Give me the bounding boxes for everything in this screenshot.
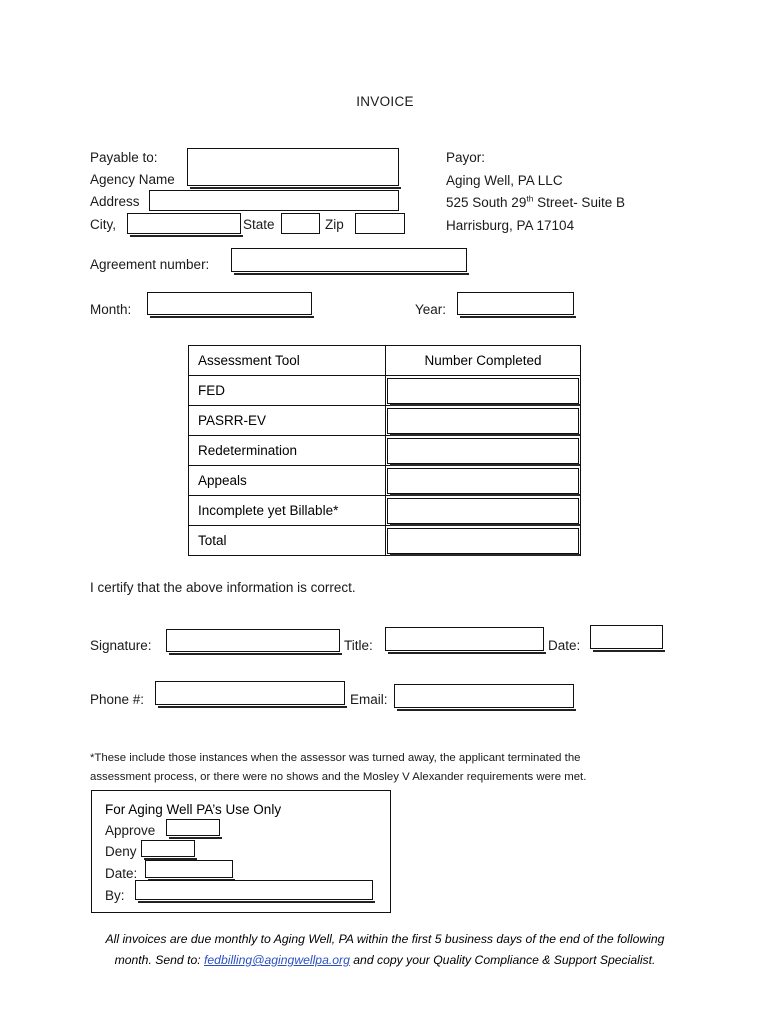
payor-city-state-zip: Harrisburg, PA 17104 [446, 218, 575, 233]
row-value-fed[interactable] [385, 375, 581, 406]
footer-line-1: All invoices are due monthly to Aging We… [105, 932, 665, 946]
label-payor: Payor: [446, 150, 486, 165]
label-zip: Zip [325, 217, 344, 232]
agency-name-input[interactable] [187, 148, 401, 189]
row-value-incomplete-yet-billable[interactable] [385, 495, 581, 526]
row-value-appeals[interactable] [385, 465, 581, 496]
approve-input[interactable] [166, 819, 222, 839]
row-label-appeals: Appeals [188, 465, 386, 496]
table-header-row: Assessment Tool Number Completed [188, 345, 581, 376]
row-label-incomplete-yet-billable: Incomplete yet Billable* [188, 495, 386, 526]
label-use-only-date: Date: [105, 866, 138, 881]
phone-input[interactable] [155, 681, 347, 708]
table-row: PASRR-EV [188, 405, 581, 436]
deny-input[interactable] [141, 840, 197, 860]
agreement-number-input[interactable] [231, 248, 469, 275]
incomplete-yet-billable-count-input[interactable] [387, 497, 580, 526]
footnote: *These include those instances when the … [90, 749, 670, 787]
row-value-redetermination[interactable] [385, 435, 581, 466]
row-label-redetermination: Redetermination [188, 435, 386, 466]
label-approve: Approve [105, 823, 156, 838]
label-agency-name: Agency Name [90, 172, 175, 187]
label-deny: Deny [105, 844, 137, 859]
label-payable-to: Payable to: [90, 150, 158, 165]
page-title: INVOICE [356, 94, 414, 109]
email-input[interactable] [394, 684, 576, 711]
footnote-line-1: *These include those instances when the … [90, 752, 581, 764]
label-title: Title: [344, 638, 373, 653]
use-only-date-input[interactable] [145, 860, 235, 881]
payor-street-ordinal: th [526, 193, 534, 204]
address-input[interactable] [149, 190, 399, 211]
state-input[interactable] [281, 213, 320, 234]
month-input[interactable] [147, 292, 314, 318]
label-city: City, [90, 217, 116, 232]
redetermination-count-input[interactable] [387, 437, 580, 466]
year-input[interactable] [457, 292, 576, 318]
use-only-title: For Aging Well PA’s Use Only [105, 802, 282, 817]
zip-input[interactable] [355, 213, 405, 234]
table-row: Incomplete yet Billable* [188, 495, 581, 526]
table-row: Appeals [188, 465, 581, 496]
label-year: Year: [415, 302, 447, 317]
pasrr-ev-count-input[interactable] [387, 407, 580, 436]
billing-email-link[interactable]: fedbilling@agingwellpa.org [204, 953, 350, 967]
header-assessment-tool: Assessment Tool [188, 345, 386, 376]
footer-note: All invoices are due monthly to Aging We… [85, 929, 685, 971]
by-input[interactable] [135, 880, 375, 903]
label-agreement-number: Agreement number: [90, 257, 210, 272]
row-label-pasrr-ev: PASRR-EV [188, 405, 386, 436]
table-row: Total [188, 525, 581, 556]
appeals-count-input[interactable] [387, 467, 580, 496]
label-month: Month: [90, 302, 132, 317]
label-email: Email: [350, 692, 388, 707]
table-row: FED [188, 375, 581, 406]
certify-statement: I certify that the above information is … [90, 580, 356, 595]
row-label-total: Total [188, 525, 386, 556]
row-value-pasrr-ev[interactable] [385, 405, 581, 436]
header-number-completed: Number Completed [385, 345, 581, 376]
footer-line-2-post: and copy your Quality Compliance & Suppo… [349, 953, 656, 967]
label-date: Date: [548, 638, 581, 653]
payor-street: 525 South 29th Street- Suite B [446, 193, 625, 211]
table-row: Redetermination [188, 435, 581, 466]
payor-street-pre: 525 South 29 [446, 195, 527, 210]
label-state: State [243, 217, 275, 232]
footnote-line-2: assessment process, or there were no sho… [90, 771, 587, 783]
fed-count-input[interactable] [387, 377, 580, 406]
label-signature: Signature: [90, 638, 152, 653]
city-input[interactable] [127, 213, 243, 237]
title-input[interactable] [385, 627, 546, 654]
payor-street-post: Street- Suite B [533, 195, 625, 210]
row-label-fed: FED [188, 375, 386, 406]
total-count-input[interactable] [387, 527, 580, 556]
footer-line-2-pre: month. Send to: [114, 953, 205, 967]
signature-input[interactable] [166, 629, 342, 655]
payor-company: Aging Well, PA LLC [446, 173, 563, 188]
date-input[interactable] [590, 625, 665, 652]
footer-line-2: month. Send to: fedbilling@agingwellpa.o… [85, 950, 685, 971]
label-by: By: [105, 888, 125, 903]
assessment-table: Assessment Tool Number Completed FED PAS… [188, 345, 581, 556]
label-phone: Phone #: [90, 692, 145, 707]
label-address: Address [90, 194, 140, 209]
row-value-total[interactable] [385, 525, 581, 556]
